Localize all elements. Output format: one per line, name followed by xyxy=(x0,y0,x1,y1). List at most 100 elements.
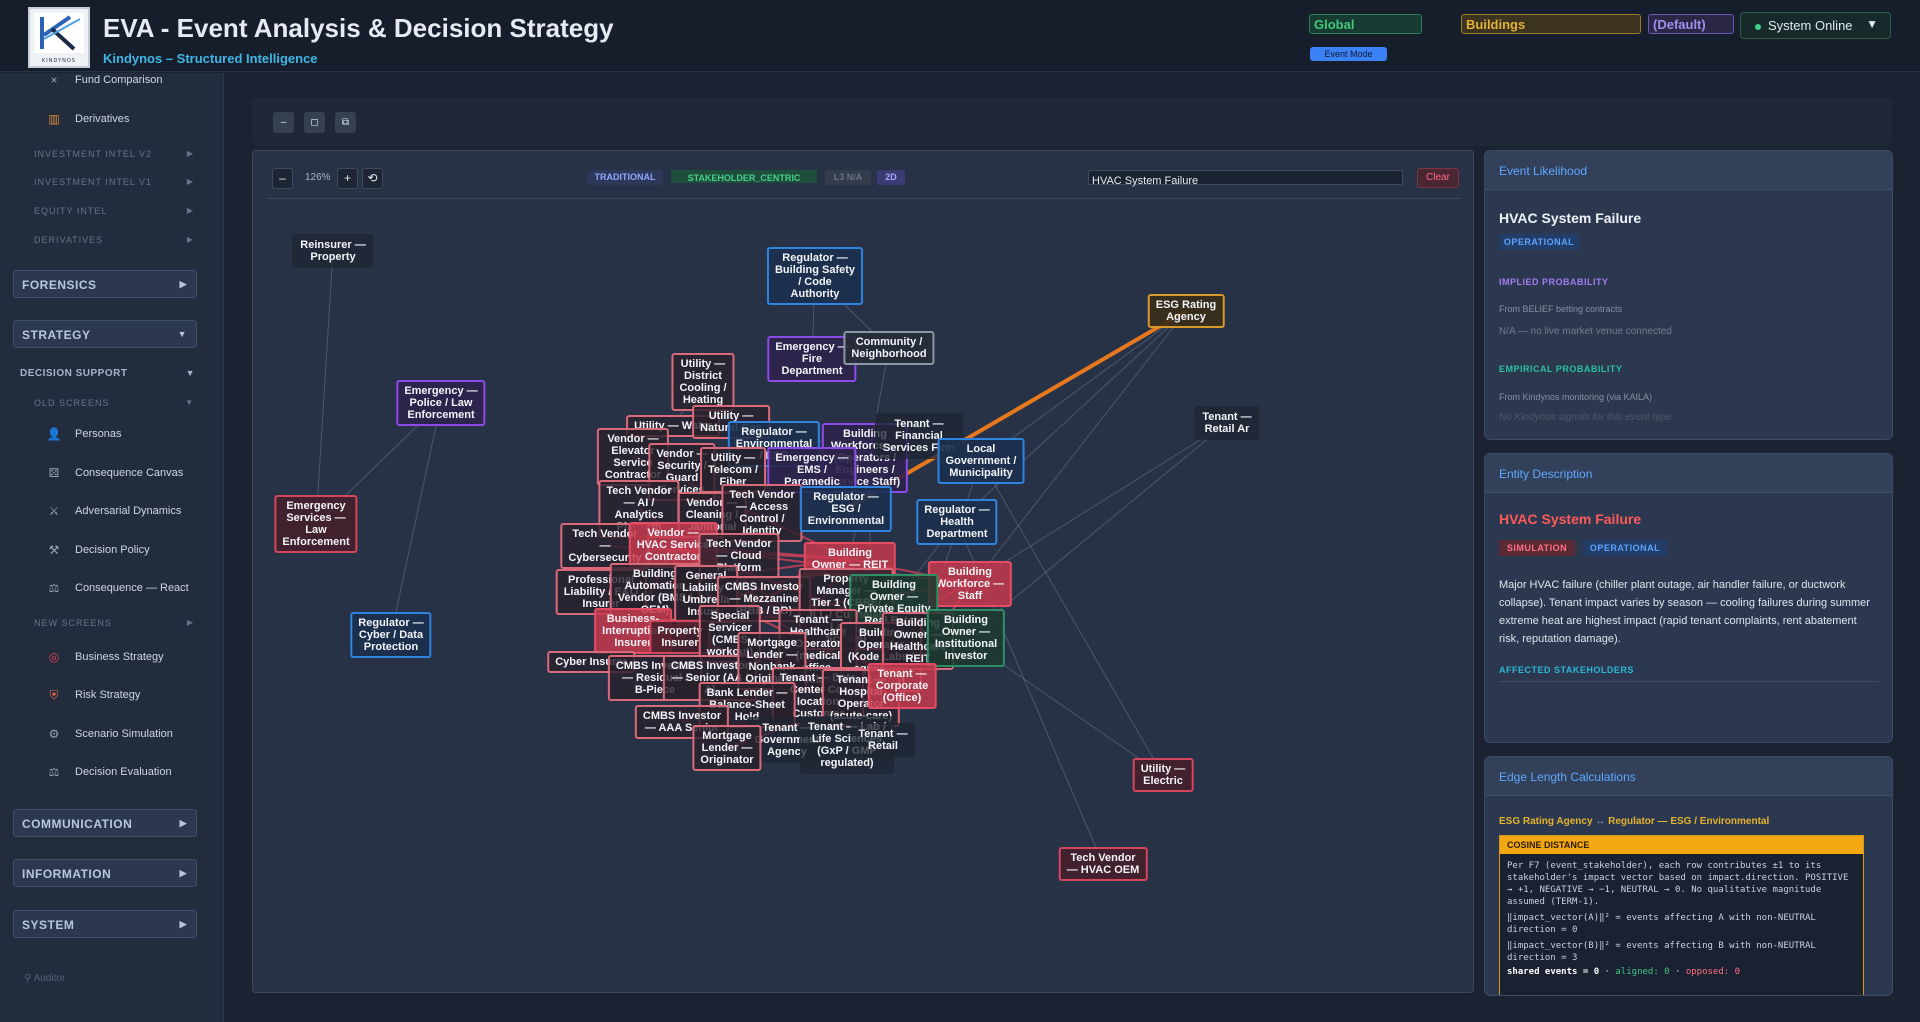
stakeholder-graph-panel[interactable]: Reinsurer —Property Regulator —Building S… xyxy=(252,150,1474,993)
graph-node-label: Security / xyxy=(657,460,707,472)
edge-node-a: ESG Rating Agency xyxy=(1499,816,1593,827)
zoom-in-button[interactable]: + xyxy=(337,168,358,189)
graph-node-tv-hvac-oem[interactable]: Tech Vendor— HVAC OEM xyxy=(1058,847,1148,881)
graph-node-community[interactable]: Community /Neighborhood xyxy=(843,331,935,365)
edge-node-b: Regulator — ESG / Environmental xyxy=(1608,816,1770,827)
graph-node-tenant-retail[interactable]: Tenant —Retail xyxy=(850,723,916,757)
graph-node-tenant-corp[interactable]: Tenant —Corporate(Office) xyxy=(867,663,937,709)
clear-search-button[interactable]: Clear xyxy=(1417,168,1459,188)
profile-select[interactable]: (Default) xyxy=(1648,14,1734,34)
graph-node-label: Business- xyxy=(606,613,660,625)
system-status-dropdown[interactable]: System Online ▼ xyxy=(1740,12,1891,39)
app-subtitle: Kindynos – Structured Intelligence xyxy=(103,51,318,66)
graph-node-label: Emergency — xyxy=(775,341,849,353)
section-system[interactable]: SYSTEM▶ xyxy=(13,910,197,938)
graph-edge xyxy=(980,310,1187,462)
scale-icon: ⚖ xyxy=(48,581,60,595)
edge-length-panel: Edge Length Calculations ESG Rating Agen… xyxy=(1484,756,1893,996)
category-investment-intel-v2[interactable]: INVESTMENT INTEL V2▶ xyxy=(34,149,194,159)
graph-node-reg-esg[interactable]: Regulator —ESG /Environmental xyxy=(799,486,893,532)
graph-node-label: Cybersecurity xyxy=(568,552,642,564)
category-equity-intel[interactable]: EQUITY INTEL▶ xyxy=(34,206,194,216)
graph-node-reinsurer[interactable]: Reinsurer —Property xyxy=(292,234,374,268)
section-forensics[interactable]: FORENSICS▶ xyxy=(13,270,197,298)
category-investment-intel-v1[interactable]: INVESTMENT INTEL V1▶ xyxy=(34,177,194,187)
minimize-button[interactable]: – xyxy=(273,112,294,133)
graph-node-label: Retail xyxy=(868,740,898,752)
group-decision-support[interactable]: DECISION SUPPORT▼ xyxy=(20,368,195,379)
graph-node-label: Police / Law xyxy=(409,397,473,409)
graph-node-util-elec[interactable]: Utility —Electric xyxy=(1132,758,1194,792)
graph-node-label: Control / xyxy=(739,513,785,525)
graph-node-label: Originator xyxy=(700,754,754,766)
popout-button[interactable]: ⧉ xyxy=(335,112,356,133)
scope-select[interactable]: Global xyxy=(1309,14,1422,34)
group-old-screens[interactable]: OLD SCREENS▼ xyxy=(34,398,194,408)
section-communication[interactable]: COMMUNICATION▶ xyxy=(13,809,197,837)
mode-traditional-tab[interactable]: TRADITIONAL xyxy=(587,170,663,185)
empirical-source: From Kindynos monitoring (via KAILA) xyxy=(1499,392,1653,402)
section-information[interactable]: INFORMATION▶ xyxy=(13,859,197,887)
graph-node-label: Property xyxy=(310,251,356,263)
chevron-down-icon: ▼ xyxy=(177,329,187,339)
graph-node-label: Utility — xyxy=(710,452,756,464)
implied-probability-label: IMPLIED PROBABILITY xyxy=(1499,277,1609,287)
empirical-value: No Kindynos signals for this event type xyxy=(1499,412,1672,423)
operational-badge: OPERATIONAL xyxy=(1583,540,1667,556)
copy-icon: ⧉ xyxy=(341,117,350,128)
reset-view-button[interactable]: ⟲ xyxy=(362,168,383,189)
sidebar-item-label: Adversarial Dynamics xyxy=(75,505,182,517)
graph-node-label: Environmental xyxy=(807,515,885,527)
mode-stakeholder-tab[interactable]: STAKEHOLDER_CENTRIC xyxy=(671,170,817,183)
mode-2d-tab[interactable]: 2D xyxy=(877,170,905,185)
graph-node-label: Bank Lender — xyxy=(706,687,788,699)
cosine-distance-title: COSINE DISTANCE xyxy=(1500,836,1863,854)
event-search-input[interactable]: HVAC System Failure xyxy=(1088,170,1403,187)
graph-node-label: Regulator — xyxy=(358,617,424,629)
graph-node-tenant-retail-ar[interactable]: Tenant —Retail Ar xyxy=(1194,406,1260,440)
link-arrow-icon: ↔ xyxy=(1595,816,1606,827)
maximize-button[interactable]: ◻ xyxy=(304,112,325,133)
group-new-screens[interactable]: NEW SCREENS▶ xyxy=(34,618,194,628)
graph-node-label: Regulator — xyxy=(813,491,879,503)
category-derivatives[interactable]: DERIVATIVES▶ xyxy=(34,235,194,245)
graph-node-label: — AI / xyxy=(623,497,655,509)
reset-icon: ⟲ xyxy=(367,171,378,185)
sidebar-item-label: Business Strategy xyxy=(75,651,164,663)
graph-node-label: — xyxy=(599,540,611,552)
entity-description-panel: Entity Description HVAC System Failure S… xyxy=(1484,453,1893,743)
event-mode-button[interactable]: Event Mode xyxy=(1310,47,1387,61)
section-strategy[interactable]: STRATEGY▼ xyxy=(13,320,197,348)
section-label: FORENSICS xyxy=(22,278,97,292)
graph-node-label: Vendor — xyxy=(656,448,708,460)
zoom-out-button[interactable]: – xyxy=(272,168,293,189)
graph-node-label: Insurer xyxy=(661,637,699,649)
sidebar-item-label: Consequence — React xyxy=(75,582,189,594)
entity-description-text: Major HVAC failure (chiller plant outage… xyxy=(1499,579,1870,645)
category-label: INVESTMENT INTEL V2 xyxy=(34,149,153,159)
graph-edge xyxy=(390,402,442,636)
graph-node-label: Fire xyxy=(801,353,823,365)
mode-l3-tab[interactable]: L3 N/A xyxy=(825,170,871,185)
zoom-level: 126% xyxy=(305,172,331,183)
auditor-link[interactable]: ⚲ Auditor xyxy=(24,973,65,984)
graph-node-label: Community / xyxy=(855,336,923,348)
domain-select[interactable]: Buildings xyxy=(1461,14,1641,34)
chart-icon: ▥ xyxy=(48,112,60,126)
auditor-label: Auditor xyxy=(33,973,66,984)
